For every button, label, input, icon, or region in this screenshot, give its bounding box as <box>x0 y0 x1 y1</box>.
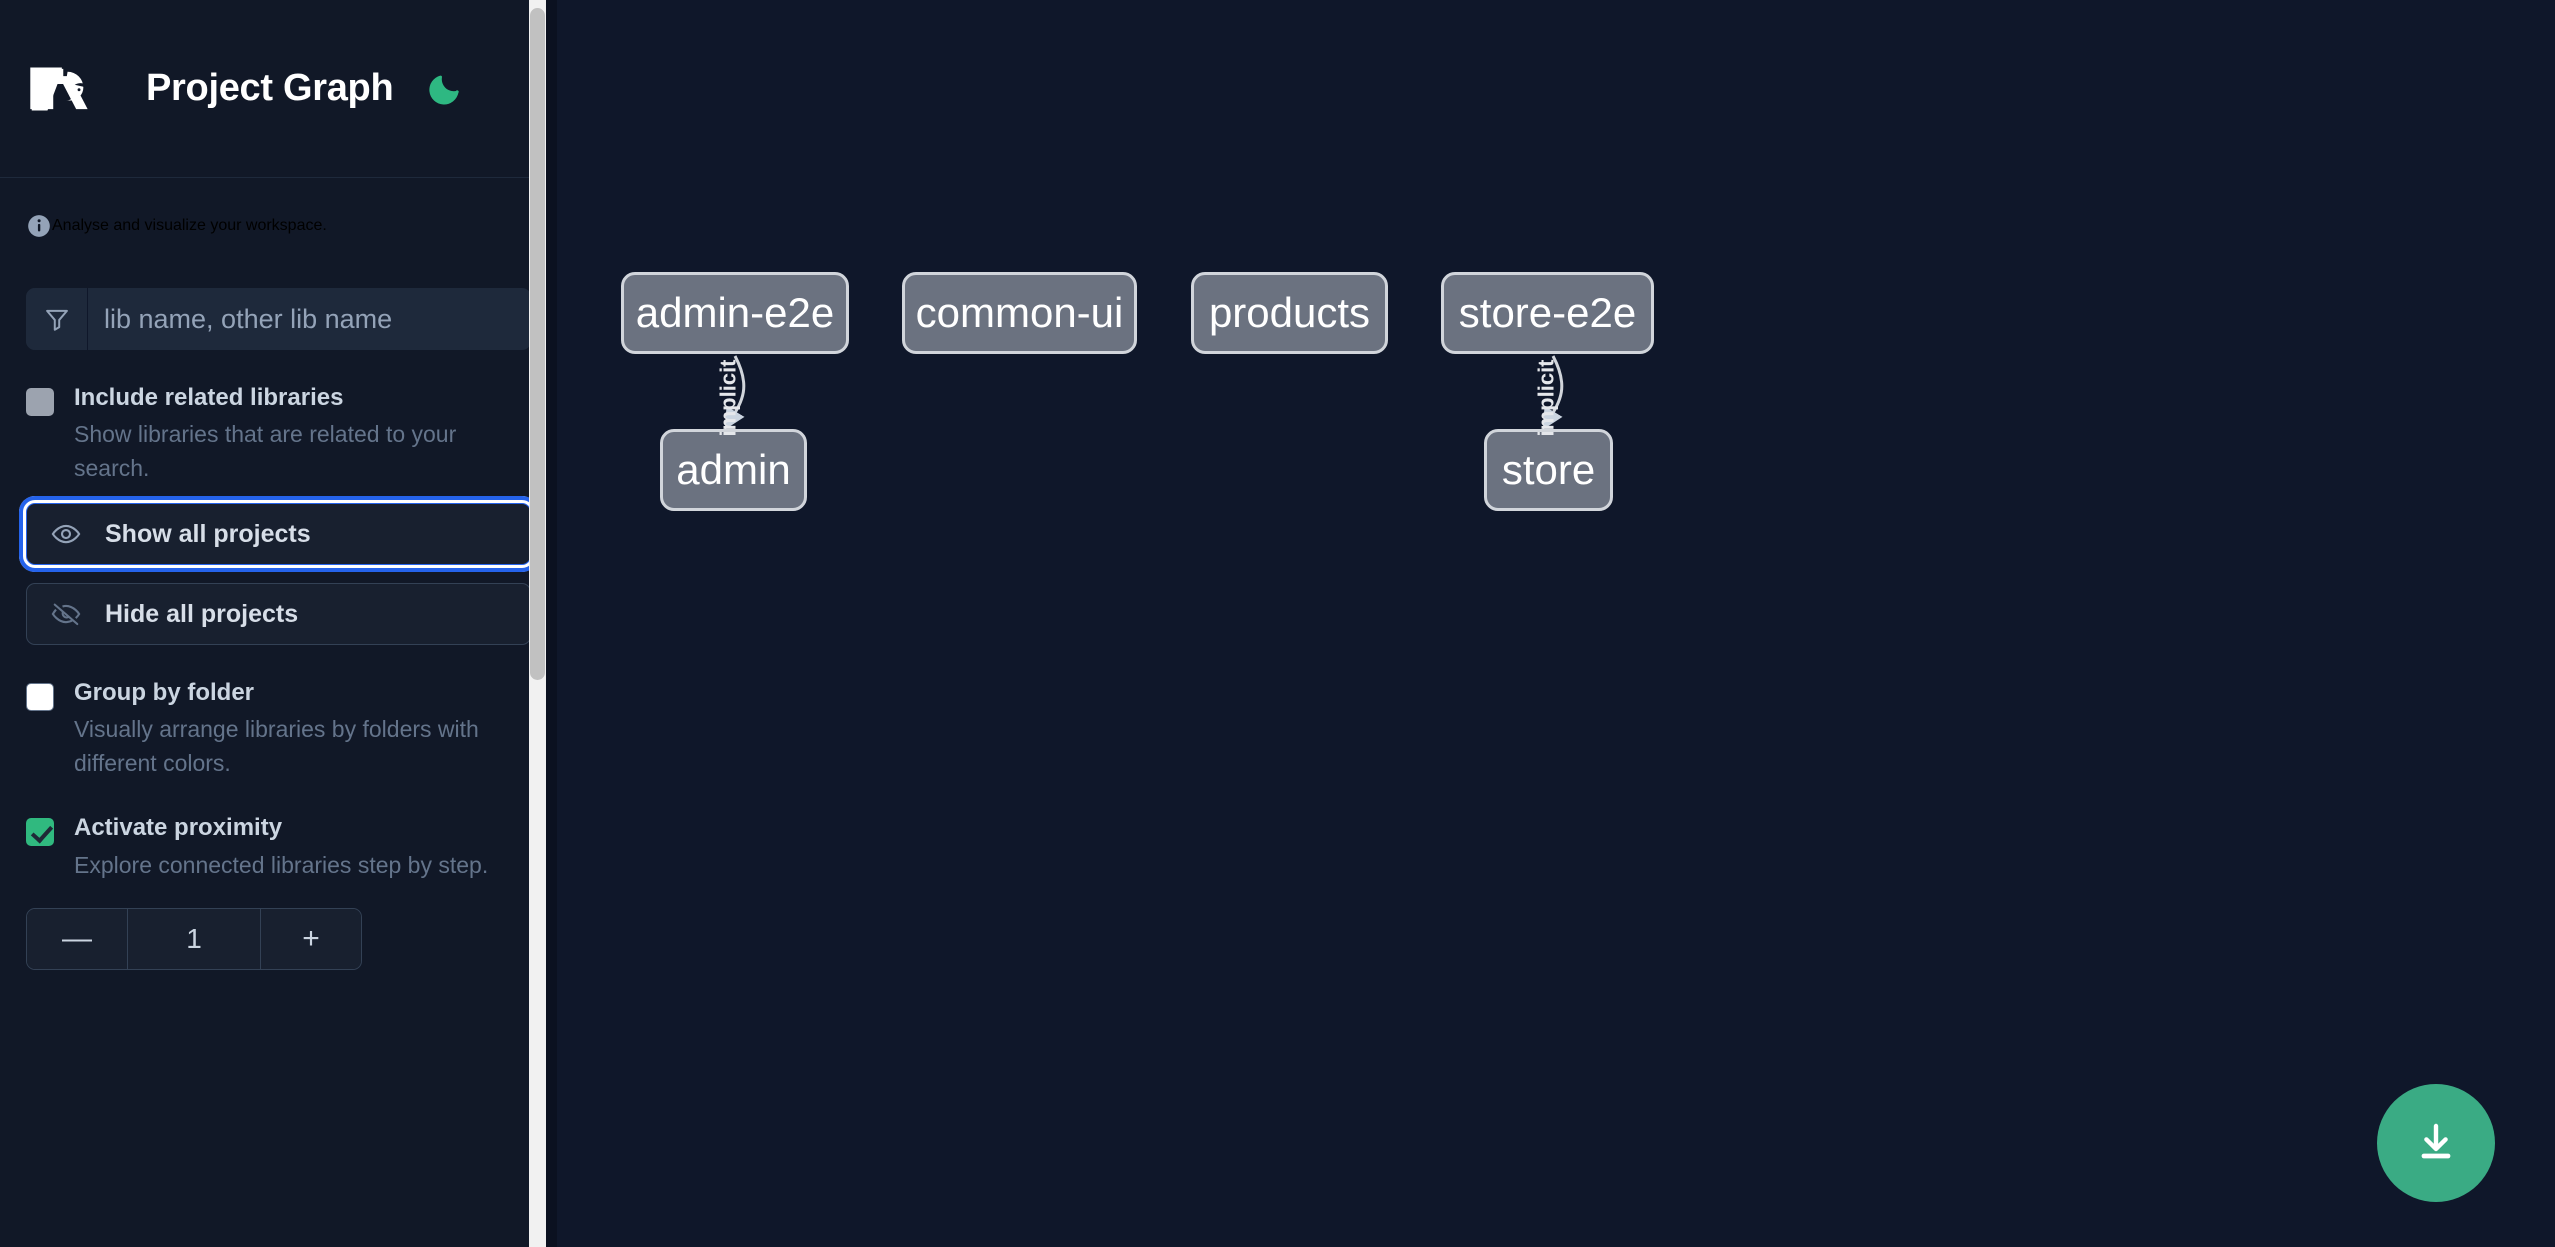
nx-logo <box>26 60 112 118</box>
activate-proximity-desc: Explore connected libraries step by step… <box>74 851 489 878</box>
graph-node-admin-e2e[interactable]: admin-e2e <box>621 272 849 354</box>
filter-icon <box>26 288 88 350</box>
activate-proximity-checkbox[interactable] <box>26 818 54 847</box>
proximity-increment-button[interactable]: + <box>260 908 361 969</box>
info-icon <box>26 213 52 239</box>
edge-store-e2e-to-store <box>1542 355 1564 430</box>
hide-all-projects-label: Hide all projects <box>105 599 299 628</box>
group-by-folder-label: Group by folder <box>74 679 254 707</box>
proximity-stepper: — 1 + <box>26 907 362 970</box>
graph-node-admin[interactable]: admin <box>660 429 807 511</box>
graph-edges <box>724 355 1564 430</box>
graph-node-products[interactable]: products <box>1191 272 1388 354</box>
option-activate-proximity[interactable]: Activate proximity Explore connected lib… <box>0 812 557 882</box>
sidebar-content: Project Graph Analyse and visualize your… <box>0 0 557 1247</box>
search-box[interactable] <box>26 288 531 350</box>
graph-node-store[interactable]: store <box>1484 429 1613 511</box>
sidebar-header: Project Graph <box>0 0 557 178</box>
group-by-folder-checkbox[interactable] <box>26 683 54 712</box>
eye-off-icon <box>49 597 83 631</box>
show-all-projects-button[interactable]: Show all projects <box>19 496 538 573</box>
sidebar: Project Graph Analyse and visualize your… <box>0 0 557 1247</box>
graph-node-common-ui[interactable]: common-ui <box>902 272 1137 354</box>
tagline: Analyse and visualize your workspace. <box>0 178 557 274</box>
sidebar-scrollbar-thumb[interactable] <box>530 8 545 680</box>
show-all-projects-label: Show all projects <box>105 519 311 548</box>
activate-proximity-label: Activate proximity <box>74 814 283 842</box>
moon-icon[interactable] <box>423 68 465 110</box>
page-title: Project Graph <box>146 67 394 109</box>
edge-admin-e2e-to-admin <box>724 355 746 430</box>
graph-canvas[interactable]: admin-e2e common-ui products store-e2e admin… <box>557 0 2555 1247</box>
proximity-value: 1 <box>128 908 260 969</box>
search-input[interactable] <box>88 288 531 350</box>
proximity-decrement-button[interactable]: — <box>27 908 128 969</box>
sidebar-edge <box>546 0 557 1247</box>
include-related-libraries-checkbox[interactable] <box>26 388 54 416</box>
group-by-folder-desc: Visually arrange libraries by folders wi… <box>74 716 479 776</box>
search-section <box>0 288 557 350</box>
download-icon <box>2421 1123 2451 1159</box>
hide-all-projects-button[interactable]: Hide all projects <box>26 583 531 646</box>
eye-icon <box>49 517 83 551</box>
tagline-text: Analyse and visualize your workspace. <box>52 217 327 234</box>
option-group-by-folder[interactable]: Group by folder Visually arrange librari… <box>0 677 557 780</box>
include-related-libraries-desc: Show libraries that are related to your … <box>74 421 457 481</box>
option-include-related-libraries[interactable]: Include related libraries Show libraries… <box>0 382 557 485</box>
include-related-libraries-label: Include related libraries <box>74 384 344 411</box>
graph-node-store-e2e[interactable]: store-e2e <box>1441 272 1654 354</box>
download-graph-button[interactable] <box>2377 1084 2495 1202</box>
